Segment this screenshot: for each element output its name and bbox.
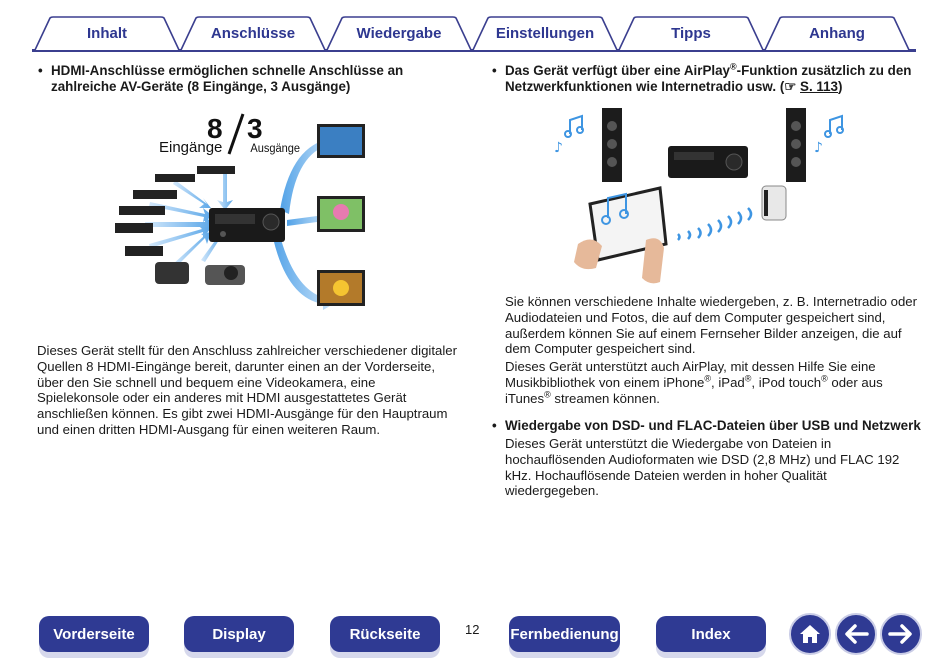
top-tab-bar: Inhalt Anschlüsse Wiedergabe Einstellung… [32,16,916,52]
arrow-right-icon [888,624,912,644]
dsd-flac-description: Dieses Gerät unterstützt die Wiedergabe … [505,436,917,499]
hdmi-connection-illustration: 8 3 Eingänge Ausgänge [105,110,375,330]
tab-tipps[interactable]: Tipps [618,16,764,50]
hdmi-description: Dieses Gerät stellt für den Anschluss za… [37,343,459,438]
rear-panel-button[interactable]: Rückseite [330,616,440,652]
tab-inhalt[interactable]: Inhalt [34,16,180,50]
button-label: Rückseite [349,625,421,643]
hdmi-bullet-title: • HDMI-Anschlüsse ermöglichen schnelle A… [38,63,421,95]
registered-mark: ® [730,61,737,72]
registered-mark: ® [744,373,752,384]
tab-wiedergabe[interactable]: Wiedergabe [326,16,472,50]
button-label: Display [212,625,266,643]
dsd-flac-bullet-title: • Wiedergabe von DSD- und FLAC-Dateien ü… [492,418,925,434]
airplay-description: Sie können verschiedene Inhalte wiederge… [505,294,917,407]
svg-text:♪: ♪ [554,140,563,156]
arrow-left-icon [845,624,869,644]
button-label: Vorderseite [53,625,135,643]
input-count: 8 [207,113,223,144]
button-label: Index [691,625,731,643]
text-part: Dieses Gerät unterstützt auch AirPlay, m… [505,359,876,390]
bullet-dot: • [492,418,497,433]
tab-label: Inhalt [87,24,127,42]
dsd-flac-title-text: Wiedergabe von DSD- und FLAC-Dateien übe… [505,418,921,433]
tab-label: Tipps [671,24,711,42]
tab-anhang[interactable]: Anhang [764,16,910,50]
registered-mark: ® [821,373,828,384]
tab-einstellungen[interactable]: Einstellungen [472,16,618,50]
home-button[interactable] [789,613,831,655]
airplay-bullet-title: • Das Gerät verfügt über eine AirPlay®-F… [492,61,915,95]
tab-label: Anhang [809,24,865,42]
text-part: streamen können. [550,390,660,406]
text-part: , iPod touch [751,374,822,390]
button-label: Fernbedienung [510,625,619,643]
bottom-navigation: Vorderseite Display Rückseite 12 Fernbed… [0,612,950,665]
outputs-label: Ausgänge [250,143,300,155]
pointing-hand-icon: ☞ [784,79,797,94]
airplay-illustration: ♪ ♪ [548,104,868,286]
tab-label: Einstellungen [495,24,595,42]
text-part: oder aus iTunes [505,374,883,406]
airplay-title-part: Das Gerät verfügt über eine AirPlay [505,63,730,78]
tab-label: Anschlüsse [210,24,296,42]
bullet-dot: • [492,63,497,78]
page-reference[interactable]: (☞ S. 113) [779,79,843,94]
display-button[interactable]: Display [184,616,294,652]
bullet-dot: • [38,63,43,78]
tab-bar-underline [32,49,916,52]
airplay-para-1: Sie können verschiedene Inhalte wiederge… [505,294,918,357]
registered-mark: ® [544,389,551,400]
registered-mark: ® [704,373,712,384]
tab-anschluesse[interactable]: Anschlüsse [180,16,326,50]
page-number: 12 [465,622,480,637]
inputs-label: Eingänge [159,139,222,156]
hdmi-description-text: Dieses Gerät stellt für den Anschluss za… [37,343,458,437]
front-panel-button[interactable]: Vorderseite [39,616,149,652]
home-icon [800,625,820,643]
text-part: , iPad [711,374,745,390]
output-count: 3 [247,113,263,144]
page-reference-link[interactable]: S. 113 [800,79,839,94]
dsd-flac-text: Dieses Gerät unterstützt die Wiedergabe … [505,436,900,499]
airplay-para-2: Dieses Gerät unterstützt auch AirPlay, m… [505,359,917,406]
index-button[interactable]: Index [656,616,766,652]
remote-control-button[interactable]: Fernbedienung [509,616,620,652]
svg-text:♪: ♪ [814,140,823,156]
hdmi-bullet-text: HDMI-Anschlüsse ermöglichen schnelle Ans… [51,63,404,94]
forward-button[interactable] [880,613,922,655]
tab-label: Wiedergabe [356,24,442,42]
airplay-title-part: -Funktion zusätzlich zu den Netzwerkfunk… [505,63,912,94]
back-button[interactable] [835,613,877,655]
